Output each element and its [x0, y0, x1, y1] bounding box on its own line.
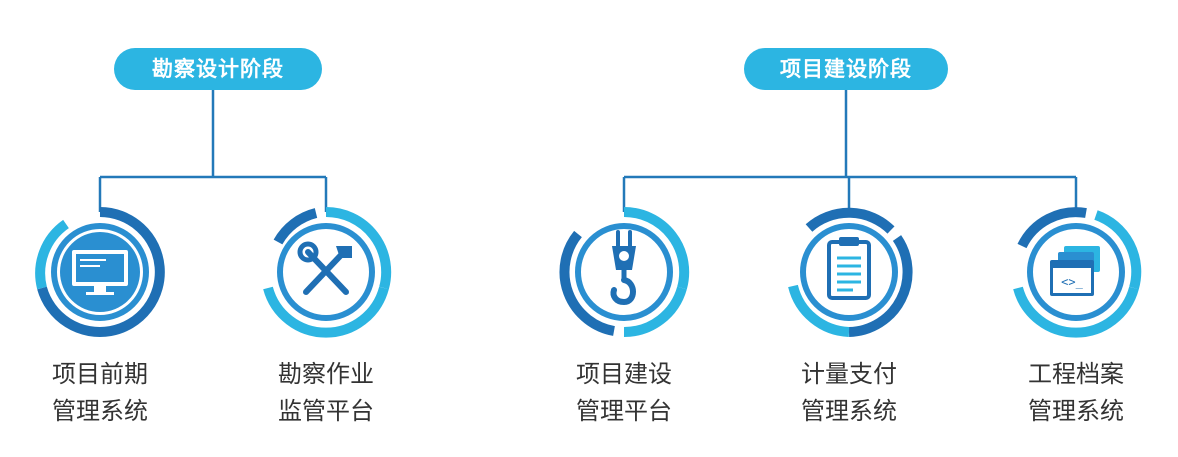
clipboard-icon	[788, 207, 913, 337]
code-window-icon: <>_	[1013, 207, 1142, 338]
system-node-engineering-archive: <>_	[1006, 202, 1146, 342]
phase-project-construction: 项目建设阶段	[744, 48, 948, 90]
system-label-engineering-archive: 工程档案管理系统	[1028, 360, 1124, 425]
system-node-project-preliminary	[30, 202, 170, 342]
phase-survey-design: 勘察设计阶段	[114, 48, 322, 90]
system-node-metering-payment	[779, 202, 919, 342]
crane-hook-icon	[559, 206, 690, 338]
system-label-metering-payment: 计量支付管理系统	[801, 360, 897, 425]
system-node-project-construction	[554, 202, 694, 342]
system-label-project-preliminary: 项目前期管理系统	[52, 360, 148, 425]
svg-text:<>_: <>_	[1061, 275, 1083, 289]
tools-icon	[263, 206, 392, 338]
monitor-icon	[35, 207, 165, 337]
system-label-project-construction: 项目建设管理平台	[576, 360, 672, 425]
system-node-survey-supervision	[256, 202, 396, 342]
system-label-survey-supervision: 勘察作业监管平台	[278, 360, 374, 425]
